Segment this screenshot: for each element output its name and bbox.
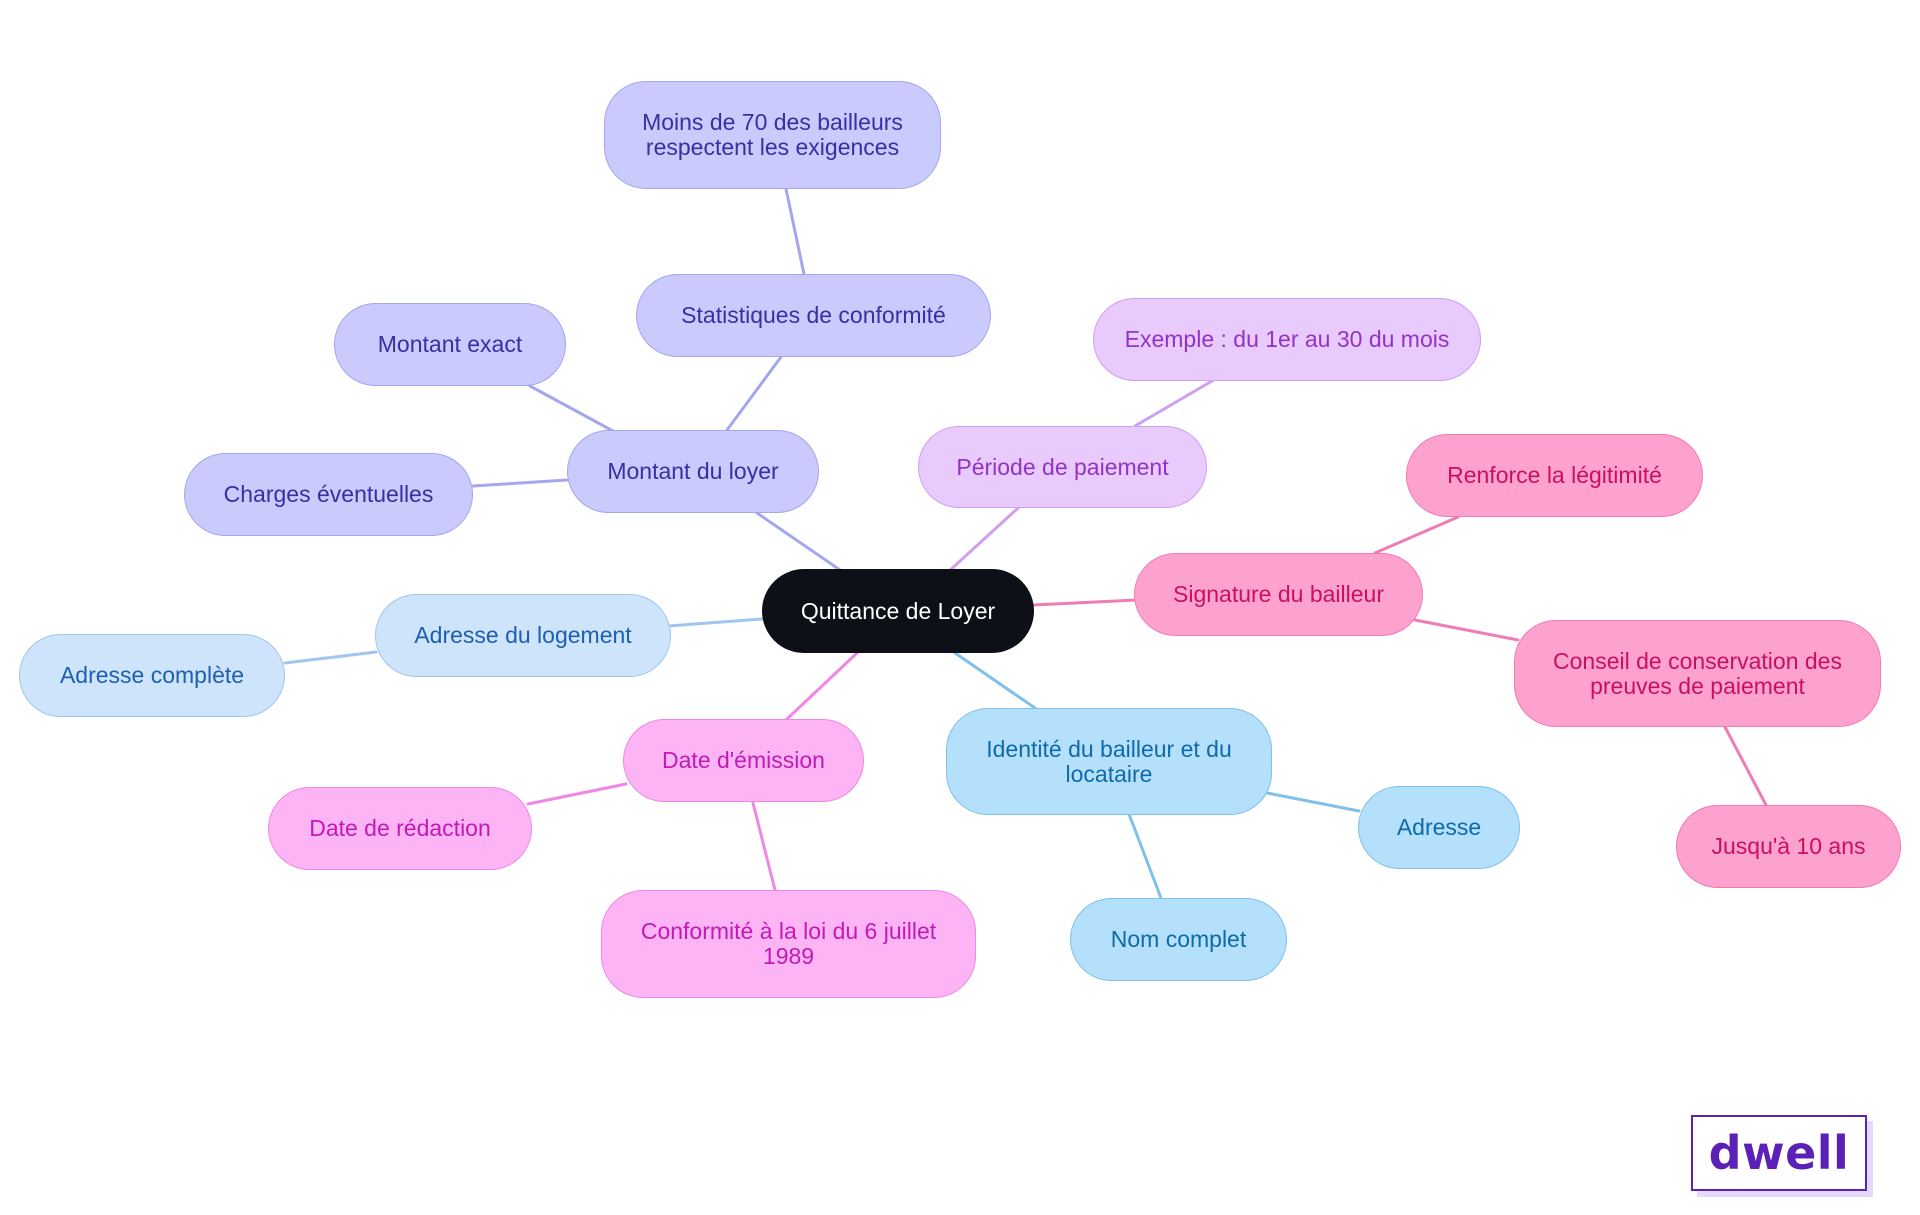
renforce-node[interactable]: Renforce la légitimité — [1406, 434, 1703, 517]
periode-node[interactable]: Période de paiement — [918, 426, 1207, 508]
edge-moins-70 — [784, 187, 806, 276]
edge-adresse — [1265, 791, 1361, 813]
edge-date-redaction — [526, 782, 628, 806]
nom-complet-node[interactable]: Nom complet — [1070, 898, 1287, 981]
dwell-logo: dwell — [1691, 1115, 1867, 1191]
jusqua-node[interactable]: Jusqu'à 10 ans — [1676, 805, 1901, 888]
edge-statistiques — [725, 355, 783, 432]
edge-conformite-loi — [751, 801, 777, 892]
montant-exact-node[interactable]: Montant exact — [334, 303, 566, 386]
edge-root-signature — [1032, 598, 1138, 607]
statistiques-node[interactable]: Statistiques de conformité — [636, 274, 991, 357]
charges-node[interactable]: Charges éventuelles — [184, 453, 473, 536]
edge-root-identite — [953, 651, 1037, 710]
date-redaction-node[interactable]: Date de rédaction — [268, 787, 532, 870]
edge-adresse-complete — [283, 650, 378, 665]
edge-jusqua — [1723, 725, 1768, 807]
edge-conseil — [1413, 618, 1520, 642]
date-emission-node[interactable]: Date d'émission — [623, 719, 864, 802]
montant-loyer-node[interactable]: Montant du loyer — [567, 430, 819, 513]
root-node[interactable]: Quittance de Loyer — [762, 569, 1034, 653]
moins-70-node[interactable]: Moins de 70 des bailleurs respectent les… — [604, 81, 941, 189]
edge-root-periode — [946, 506, 1020, 574]
edge-nom-complet — [1127, 812, 1163, 900]
adresse-node[interactable]: Adresse — [1358, 786, 1520, 869]
edge-renforce — [1373, 515, 1460, 555]
exemple-node[interactable]: Exemple : du 1er au 30 du mois — [1093, 298, 1481, 381]
edge-root-montant-loyer — [755, 511, 845, 574]
adresse-complete-node[interactable]: Adresse complète — [19, 634, 285, 717]
signature-node[interactable]: Signature du bailleur — [1134, 553, 1423, 636]
edge-montant-exact — [528, 384, 615, 433]
conseil-node[interactable]: Conseil de conservation des preuves de p… — [1514, 620, 1881, 727]
edge-root-date-emission — [785, 651, 859, 721]
identite-node[interactable]: Identité du bailleur et du locataire — [946, 708, 1272, 815]
edge-charges — [471, 478, 569, 488]
adresse-logement-node[interactable]: Adresse du logement — [375, 594, 671, 677]
edge-root-adresse-logement — [666, 617, 764, 628]
conformite-loi-node[interactable]: Conformité à la loi du 6 juillet 1989 — [601, 890, 976, 998]
edge-exemple — [1133, 379, 1214, 428]
